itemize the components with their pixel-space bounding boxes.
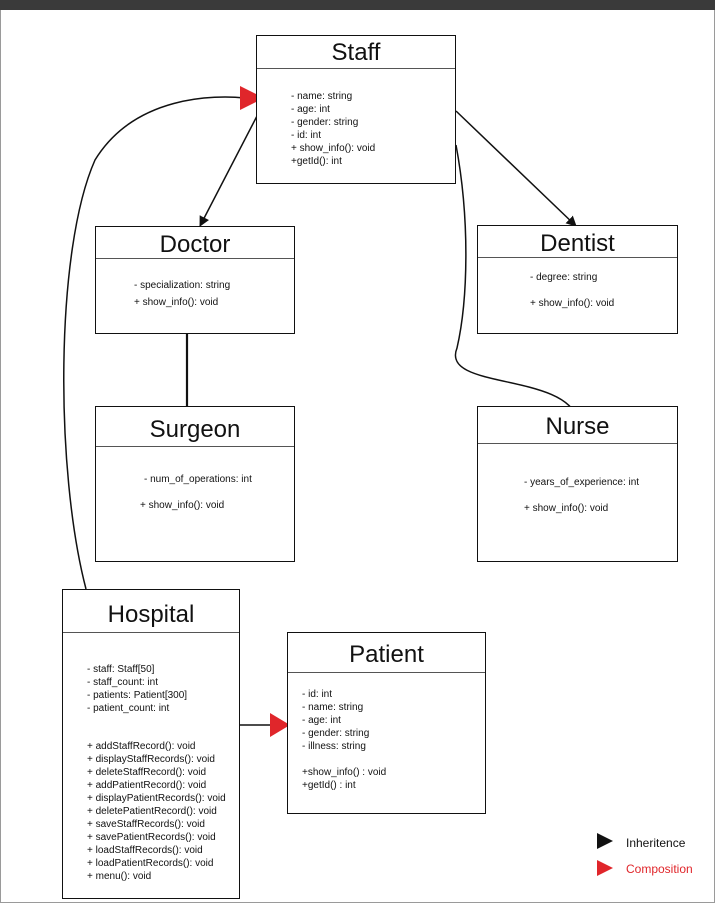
operation-item: + show_info(): void	[140, 500, 225, 511]
class-box-doctor[interactable]: Doctor - specialization: string + show_i…	[95, 226, 295, 334]
operation-item: + show_info(): void	[291, 143, 376, 154]
class-box-patient[interactable]: Patient - id: int - name: string - age: …	[287, 632, 486, 814]
operation-item: + displayPatientRecords(): void	[87, 793, 226, 804]
operation-item: +getId() : int	[302, 780, 356, 791]
attribute-list-staff: - name: string - age: int - gender: stri…	[291, 90, 375, 168]
attribute-item: - years_of_experience: int	[524, 477, 640, 488]
attribute-item: - degree: string	[530, 272, 598, 283]
class-name-patient: Patient	[288, 633, 485, 673]
operation-list-hospital: + addStaffRecord(): void + displayStaffR…	[87, 740, 226, 883]
class-name-doctor: Doctor	[96, 227, 294, 259]
attribute-list-dentist: - degree: string	[530, 271, 597, 284]
attribute-list-nurse: - years_of_experience: int	[524, 476, 639, 489]
operation-item: + loadPatientRecords(): void	[87, 858, 214, 869]
inheritance-legend-arrow-icon	[597, 833, 613, 849]
attribute-item: - id: int	[302, 689, 333, 700]
attribute-list-doctor: - specialization: string	[134, 279, 230, 292]
attribute-item: - staff_count: int	[87, 677, 158, 688]
class-box-staff[interactable]: Staff - name: string - age: int - gender…	[256, 35, 456, 184]
operation-item: + loadStaffRecords(): void	[87, 845, 203, 856]
attribute-item: - patient_count: int	[87, 703, 170, 714]
attribute-list-hospital: - staff: Staff[50] - staff_count: int - …	[87, 663, 187, 715]
operation-list-dentist: + show_info(): void	[530, 297, 614, 310]
operation-item: + displayStaffRecords(): void	[87, 754, 215, 765]
attribute-item: - name: string	[302, 702, 364, 713]
class-name-nurse: Nurse	[478, 407, 677, 444]
operation-item: + menu(): void	[87, 871, 152, 882]
attribute-item: - illness: string	[302, 741, 366, 752]
attribute-item: - gender: string	[291, 117, 359, 128]
operation-item: + savePatientRecords(): void	[87, 832, 216, 843]
class-box-nurse[interactable]: Nurse - years_of_experience: int + show_…	[477, 406, 678, 562]
operation-list-nurse: + show_info(): void	[524, 502, 608, 515]
attribute-item: - age: int	[291, 104, 330, 115]
operation-list-surgeon: + show_info(): void	[140, 499, 224, 512]
class-name-dentist: Dentist	[478, 226, 677, 258]
attribute-item: - specialization: string	[134, 280, 231, 291]
class-name-staff: Staff	[257, 36, 455, 69]
top-toolbar-strip	[0, 0, 715, 10]
operation-item: +getId(): int	[291, 156, 342, 167]
operation-item: + addPatientRecord(): void	[87, 780, 207, 791]
operation-item: + deletePatientRecord(): void	[87, 806, 217, 817]
attribute-item: - num_of_operations: int	[144, 474, 252, 485]
attribute-item: - staff: Staff[50]	[87, 664, 155, 675]
operation-list-doctor: + show_info(): void	[134, 296, 218, 309]
operation-item: + show_info(): void	[134, 297, 219, 308]
operation-item: + addStaffRecord(): void	[87, 741, 196, 752]
attribute-item: - patients: Patient[300]	[87, 690, 188, 701]
operation-item: +show_info() : void	[302, 767, 387, 778]
attribute-item: - gender: string	[302, 728, 370, 739]
class-name-hospital: Hospital	[63, 590, 239, 633]
class-name-surgeon: Surgeon	[96, 407, 294, 447]
attribute-item: - id: int	[291, 130, 322, 141]
operation-item: + saveStaffRecords(): void	[87, 819, 205, 830]
attribute-list-surgeon: - num_of_operations: int	[144, 473, 252, 486]
class-box-dentist[interactable]: Dentist - degree: string + show_info(): …	[477, 225, 678, 334]
operation-list-patient: +show_info() : void +getId() : int	[302, 766, 386, 792]
operation-item: + show_info(): void	[524, 503, 609, 514]
class-box-hospital[interactable]: Hospital - staff: Staff[50] - staff_coun…	[62, 589, 240, 899]
operation-item: + show_info(): void	[530, 298, 615, 309]
operation-item: + deleteStaffRecord(): void	[87, 767, 207, 778]
attribute-item: - age: int	[302, 715, 341, 726]
attribute-item: - name: string	[291, 91, 353, 102]
inheritance-legend-label: Inheritence	[626, 836, 686, 850]
composition-legend-arrow-icon	[597, 860, 613, 876]
attribute-list-patient: - id: int - name: string - age: int - ge…	[302, 688, 369, 753]
composition-legend-label: Composition	[626, 862, 693, 876]
class-box-surgeon[interactable]: Surgeon - num_of_operations: int + show_…	[95, 406, 295, 562]
